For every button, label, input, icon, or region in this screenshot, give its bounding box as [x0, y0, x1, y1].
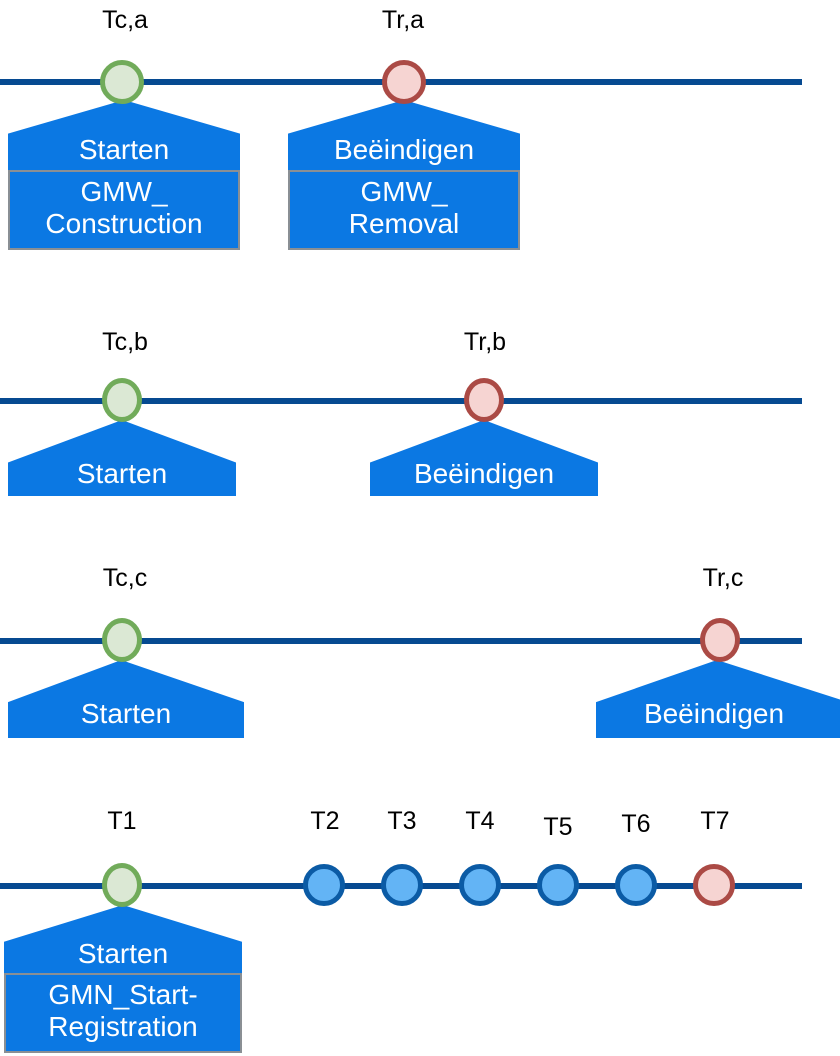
- banner-label-starten-t: Starten: [77, 938, 169, 969]
- node-tc-b[interactable]: [102, 378, 142, 422]
- tick-label-tc-b: Tc,b: [102, 328, 148, 356]
- banner-beeindigen-a[interactable]: [288, 100, 520, 170]
- banner-label-starten-b: Starten: [76, 458, 168, 489]
- node-t2[interactable]: [303, 864, 345, 906]
- node-t3[interactable]: [381, 864, 423, 906]
- node-tr-c[interactable]: [700, 618, 740, 662]
- tick-label-tr-a: Tr,a: [381, 6, 425, 34]
- axis-line-b: [0, 398, 802, 404]
- banner-box-line-1: GMW_: [80, 176, 168, 207]
- tick-label-tr-b: Tr,b: [463, 328, 507, 356]
- node-t5[interactable]: [537, 864, 579, 906]
- banner-box-line-1: GMW_: [360, 176, 448, 207]
- banner-box-line-2: Removal: [348, 207, 460, 239]
- node-tr-b[interactable]: [464, 378, 504, 422]
- node-t4[interactable]: [459, 864, 501, 906]
- banner-box-gmw-construction[interactable]: [8, 170, 240, 250]
- banner-label-starten-c: Starten: [80, 698, 172, 729]
- node-tr-a[interactable]: [382, 60, 426, 104]
- banner-label-beeindigen-c: Beëindigen: [643, 698, 785, 729]
- banner-label-beeindigen-b: Beëindigen: [413, 458, 555, 489]
- tick-label-t1: T1: [107, 807, 137, 835]
- banner-box-gmw-removal[interactable]: [288, 170, 520, 250]
- banner-label-beeindigen-a: Beëindigen: [333, 134, 475, 165]
- banner-beeindigen-c[interactable]: [596, 660, 840, 738]
- banner-beeindigen-b[interactable]: [370, 420, 598, 496]
- tick-label-t5: T5: [543, 813, 573, 841]
- tick-label-t7: T7: [700, 807, 730, 835]
- banner-starten-c[interactable]: [8, 660, 244, 738]
- node-tc-c[interactable]: [102, 618, 142, 662]
- tick-label-tc-c: Tc,c: [102, 564, 148, 592]
- axis-line-c: [0, 638, 802, 644]
- banner-box-label-gmw-construction: GMW_ Construction: [8, 176, 240, 240]
- banner-box-label-gmn-start-registration: GMN_Start- Registration: [4, 979, 242, 1043]
- node-t7[interactable]: [693, 864, 735, 906]
- tick-label-tr-c: Tr,c: [702, 564, 744, 592]
- banner-box-gmn-start-registration[interactable]: [4, 973, 242, 1053]
- banner-box-line-2: Construction: [45, 207, 203, 239]
- banner-starten-b[interactable]: [8, 420, 236, 496]
- node-t6[interactable]: [615, 864, 657, 906]
- tick-label-t6: T6: [621, 810, 651, 838]
- node-t1[interactable]: [102, 863, 142, 907]
- tick-label-t4: T4: [465, 807, 495, 835]
- banner-starten-a[interactable]: [8, 100, 240, 170]
- banner-box-line-1: GMN_Start-: [48, 979, 198, 1010]
- banner-box-label-gmw-removal: GMW_ Removal: [288, 176, 520, 240]
- tick-label-t2: T2: [310, 807, 340, 835]
- banner-box-line-2: Registration: [48, 1010, 198, 1042]
- banner-label-starten-a: Starten: [78, 134, 170, 165]
- banner-starten-t[interactable]: [4, 905, 242, 973]
- tick-label-t3: T3: [387, 807, 417, 835]
- node-tc-a[interactable]: [100, 60, 144, 104]
- tick-label-tc-a: Tc,a: [102, 6, 148, 34]
